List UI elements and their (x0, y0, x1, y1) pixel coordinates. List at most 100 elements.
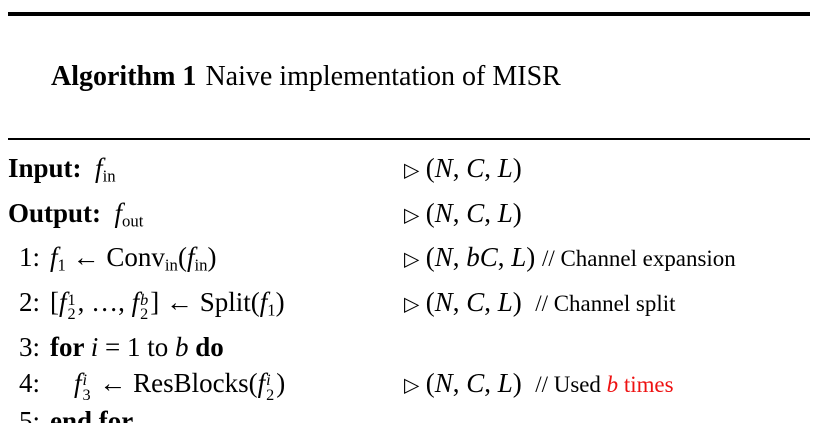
text-segment: f (59, 287, 67, 318)
text-segment: , (484, 153, 498, 183)
text-segment: C (466, 197, 485, 228)
comment: ▷ (N, C, L) (404, 150, 522, 187)
text-segment: in (194, 256, 208, 276)
text-segment: , …, (77, 287, 132, 318)
code: for i = 1 to b do (50, 329, 404, 365)
text-segment: ) (512, 287, 536, 318)
text-segment: ) (275, 287, 285, 318)
algorithm-caption: Naive implementation of MISR (205, 61, 561, 92)
algorithm-header: Algorithm 1 Naive implementation of MISR (8, 16, 810, 138)
line-3: 3:for i = 1 to b do (8, 329, 810, 365)
subscript: 3 (82, 386, 91, 405)
text-segment: f (114, 197, 123, 228)
text-segment: ) (207, 242, 217, 273)
subscript: 2 (140, 305, 149, 324)
text-segment: ) (512, 197, 522, 228)
code: end for (50, 403, 404, 423)
algorithm-body: Input: fin▷ (N, C, L)Output: fout▷ (N, C… (8, 140, 810, 423)
text-segment: L (497, 197, 513, 228)
comment-triangle-icon: ▷ (404, 246, 426, 271)
text-segment: Output: (8, 197, 115, 228)
text-segment: [ (50, 287, 59, 318)
text-segment: ← ResBlocks( (92, 367, 258, 398)
text-segment: Input: (8, 153, 96, 183)
text-segment: in (102, 166, 116, 186)
text-segment: for (50, 331, 91, 362)
top-rule (8, 12, 810, 16)
comment: ▷ (N, C, L) // Used b times (404, 365, 674, 403)
comment: ▷ (N, C, L) (404, 195, 522, 232)
text-segment: f (259, 287, 268, 318)
text-segment: ) (512, 367, 536, 398)
text-segment: N (434, 153, 453, 183)
superscript: i (266, 371, 271, 390)
text-segment: C (466, 367, 485, 398)
comment-triangle-icon: ▷ (404, 291, 426, 316)
text-segment: do (195, 331, 224, 362)
text-segment: , (452, 367, 467, 398)
text-segment: ( (425, 367, 435, 398)
line-5: 5: end for (8, 403, 810, 423)
text-segment: f (131, 287, 140, 318)
text-segment: ) (276, 367, 286, 398)
comment: ▷ (N, C, L) // Channel split (404, 284, 675, 322)
text-segment: , (484, 367, 498, 398)
subscript: 2 (67, 305, 76, 324)
text-segment: , (452, 153, 467, 183)
text-segment: L (497, 287, 513, 318)
text-segment: N (434, 242, 453, 273)
text-segment: , (484, 287, 498, 318)
text-segment: N (434, 287, 453, 318)
comment: ▷ (N, bC, L) // Channel expansion (404, 239, 736, 277)
text-segment: f (257, 367, 266, 398)
line-number: 2: (18, 287, 40, 318)
header-rule (8, 138, 810, 140)
code: Output: fout (8, 195, 404, 240)
comment-triangle-icon: ▷ (404, 157, 426, 182)
code: f1 ← Convin(fin) (50, 239, 404, 284)
text-segment: C (466, 153, 485, 183)
text-segment: N (434, 367, 453, 398)
text-segment: C (466, 287, 485, 318)
superscript: b (140, 290, 149, 309)
input-line: Input: fin▷ (N, C, L) (8, 150, 810, 195)
text-segment: L (511, 242, 527, 273)
text-segment: out (122, 211, 144, 231)
text-segment: bC (466, 242, 498, 273)
text-segment: ( (425, 242, 435, 273)
line-number: 1: (18, 242, 40, 273)
text-segment: L (497, 153, 513, 183)
text-segment: f (186, 242, 195, 273)
output-line: Output: fout▷ (N, C, L) (8, 195, 810, 240)
superscript: i (82, 371, 88, 390)
text-segment: i (90, 331, 106, 362)
text-segment: , (484, 197, 498, 228)
code: Input: fin (8, 150, 404, 195)
text-segment: in (164, 256, 178, 276)
text-segment: ( (425, 287, 435, 318)
text-segment: // Used (535, 371, 607, 397)
text-segment: ] ← Split( (150, 287, 260, 318)
text-segment: // Channel split (535, 291, 676, 317)
line-number: 5: (18, 406, 40, 423)
text-segment: end for (50, 406, 134, 423)
text-segment: ( (425, 197, 435, 228)
text-segment: , (452, 287, 467, 318)
text-segment: , (452, 242, 467, 273)
comment-triangle-icon: ▷ (404, 202, 426, 227)
text-segment: 1 (57, 256, 66, 276)
text-segment: ) (526, 242, 543, 273)
text-segment: ( (425, 153, 435, 183)
text-segment: b (606, 371, 619, 397)
text-segment: ← Conv (65, 242, 165, 273)
text-segment: , (452, 197, 467, 228)
algorithm-label: Algorithm 1 (51, 61, 197, 92)
text-segment: 1 (267, 300, 276, 320)
